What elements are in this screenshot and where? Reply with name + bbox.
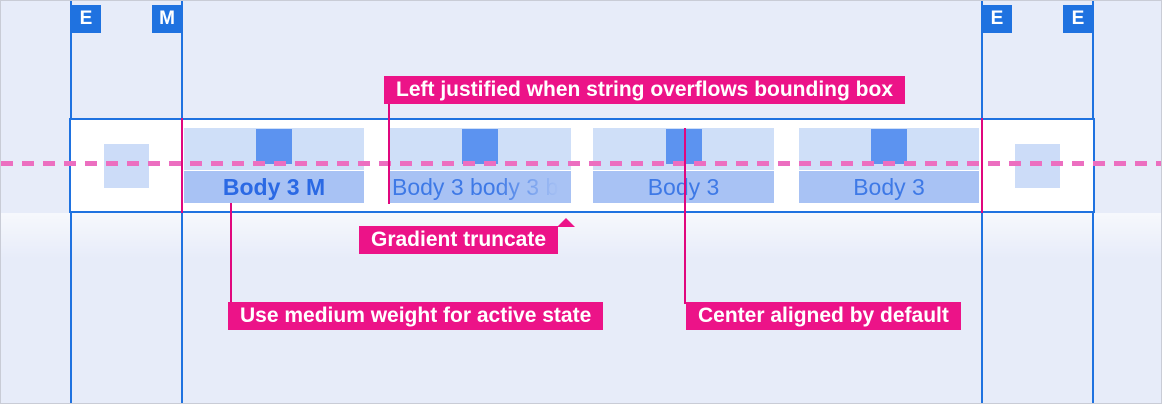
gradient-truncate-overlay (494, 171, 571, 203)
margin-marker-e-left: E (71, 5, 101, 33)
margin-marker-e-right-inner: E (982, 5, 1012, 33)
tab-label-active: Body 3 M (184, 171, 364, 203)
spacing-square (462, 129, 498, 164)
spacing-square (665, 129, 702, 164)
leader-line-left-justified (388, 104, 390, 204)
caret-up-icon (557, 218, 575, 227)
center-baseline-dashed-line (1, 161, 1161, 166)
annotation-medium-weight: Use medium weight for active state (228, 302, 604, 330)
annotation-gradient-truncate-text: Gradient truncate (371, 228, 547, 251)
margin-marker-m: M (152, 5, 182, 33)
edge-spacing-square-right (1015, 144, 1060, 188)
below-bar-gradient (1, 213, 1161, 259)
tab-label-default: Body 3 (593, 171, 774, 203)
annotation-center-aligned: Center aligned by default (686, 302, 961, 330)
tab-label-truncated: Body 3 body 3 b (389, 171, 571, 203)
spacing-square (871, 129, 907, 164)
tab-item-truncated[interactable]: Body 3 body 3 b (389, 128, 571, 203)
tab-label-default: Body 3 (799, 171, 979, 203)
edge-spacing-square-left (104, 144, 149, 188)
annotation-left-justified: Left justified when string overflows bou… (384, 76, 905, 104)
leader-line-center-aligned (684, 128, 686, 304)
leader-line-medium-weight (230, 203, 232, 304)
spacing-square (256, 129, 292, 164)
annotation-gradient-truncate: Gradient truncate (359, 218, 575, 254)
margin-marker-e-right-outer: E (1063, 5, 1093, 33)
